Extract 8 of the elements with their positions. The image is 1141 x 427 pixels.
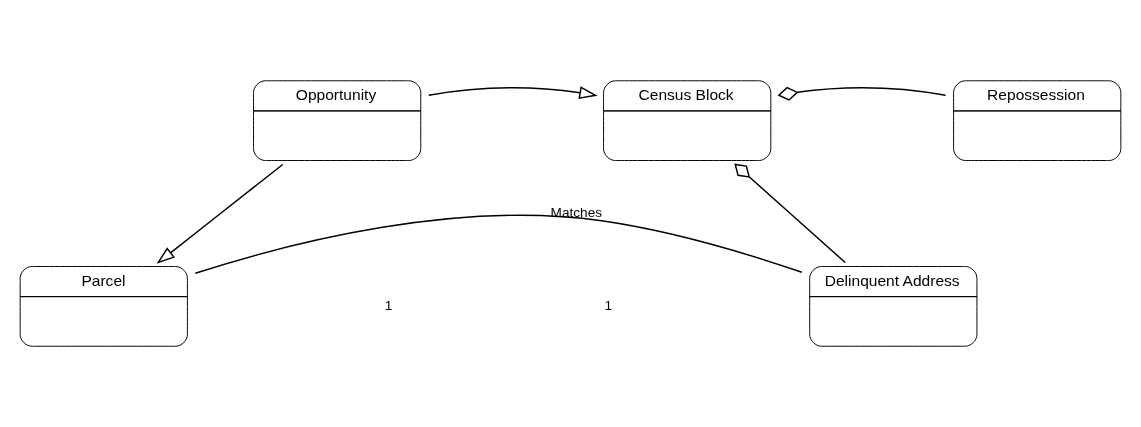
- label: 1: [604, 297, 613, 313]
- arrow: [428, 86, 598, 100]
- connector: [734, 163, 846, 264]
- label: 1: [384, 297, 393, 313]
- edge-label: Matches: [550, 205, 603, 221]
- connector: [194, 214, 803, 274]
- connector: [777, 86, 947, 101]
- arrow: [156, 163, 284, 264]
